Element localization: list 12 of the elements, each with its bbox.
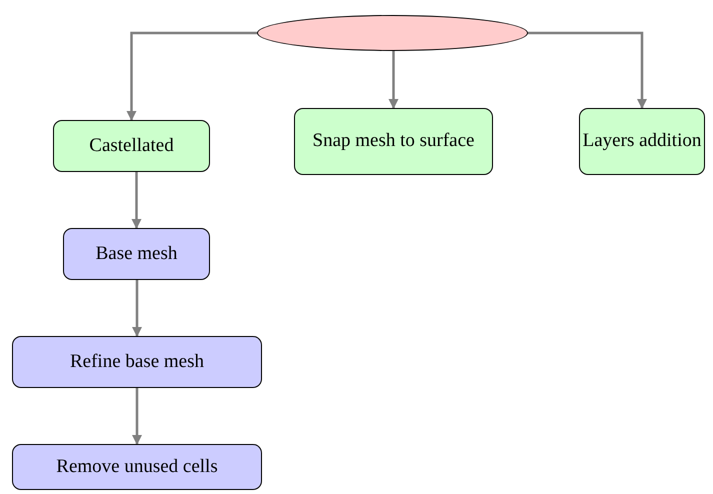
arrow — [132, 172, 142, 229]
arrow — [132, 388, 142, 445]
arrow — [126, 32, 257, 121]
process-box: Snap mesh to surface — [294, 108, 493, 175]
arrow — [528, 32, 647, 109]
arrow — [388, 51, 398, 109]
process-box: Remove unused cells — [12, 444, 262, 490]
arrow — [132, 280, 142, 337]
process-box: Refine base mesh — [12, 336, 262, 388]
process-box: Base mesh — [63, 228, 210, 280]
process-box: Castellated — [53, 120, 210, 172]
process-box: Layers addition — [579, 108, 705, 175]
